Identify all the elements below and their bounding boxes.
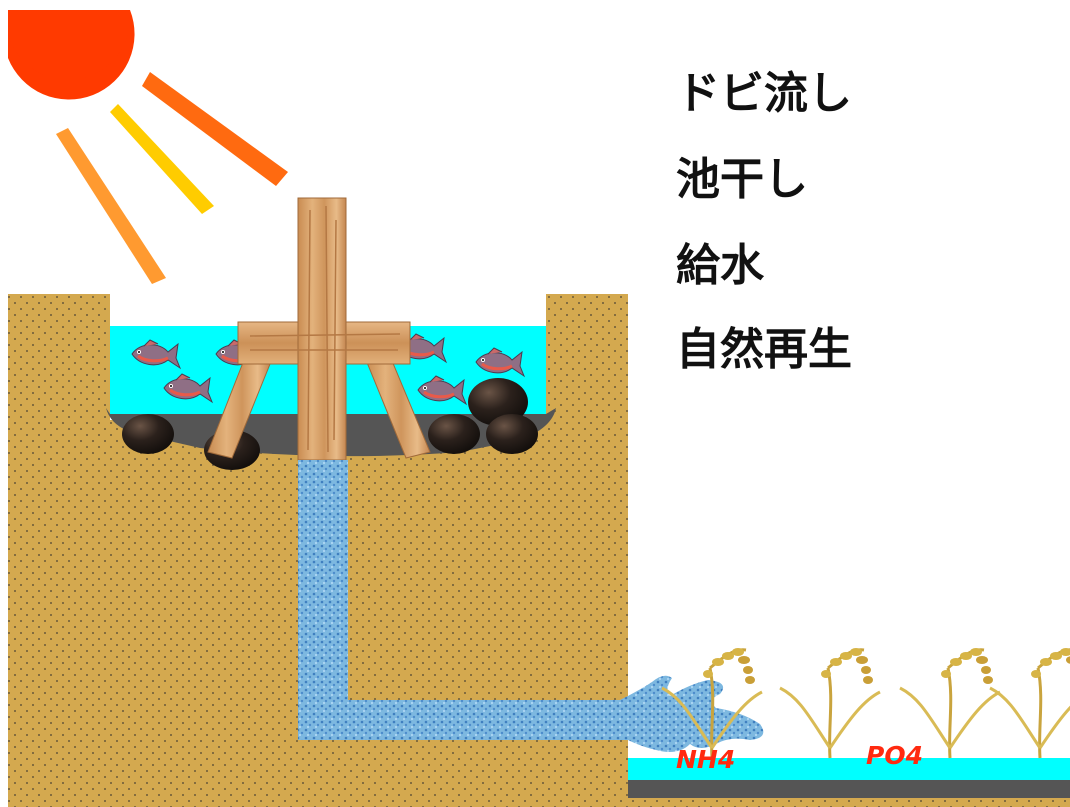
sun-ray-1 <box>142 72 288 186</box>
mud-ball-4 <box>468 378 528 426</box>
process-step-list: ドビ流し 池干し 給水 自然再生 <box>676 72 852 372</box>
step-natural-regeneration: 自然再生 <box>676 324 852 375</box>
sun-ray-3 <box>56 128 166 284</box>
wooden-sluice-gate <box>207 197 431 461</box>
paddy-soil <box>628 780 1070 798</box>
nutrient-label-nh4: NH4 <box>676 745 735 774</box>
soil-strip-bottom <box>628 798 1070 807</box>
rice-paddy <box>628 646 1070 798</box>
mud-ball-1 <box>122 414 174 454</box>
sun-disc <box>6 0 130 80</box>
nutrient-label-po4: PO4 <box>866 741 923 770</box>
mud-ball-5 <box>486 414 538 454</box>
water-splash <box>620 675 764 752</box>
step-pond-drying: 池干し <box>676 154 808 205</box>
step-mud-flush: ドビ流し <box>676 68 852 119</box>
mud-ball-3 <box>428 414 480 454</box>
step-water-supply: 給水 <box>676 240 764 291</box>
sun-ray-2 <box>110 104 214 214</box>
drain-pipe-water <box>298 460 628 740</box>
rice-plant-2 <box>778 646 882 760</box>
paddy-water <box>628 758 1070 780</box>
rice-plant-4 <box>988 646 1070 760</box>
wood-post <box>297 197 347 461</box>
